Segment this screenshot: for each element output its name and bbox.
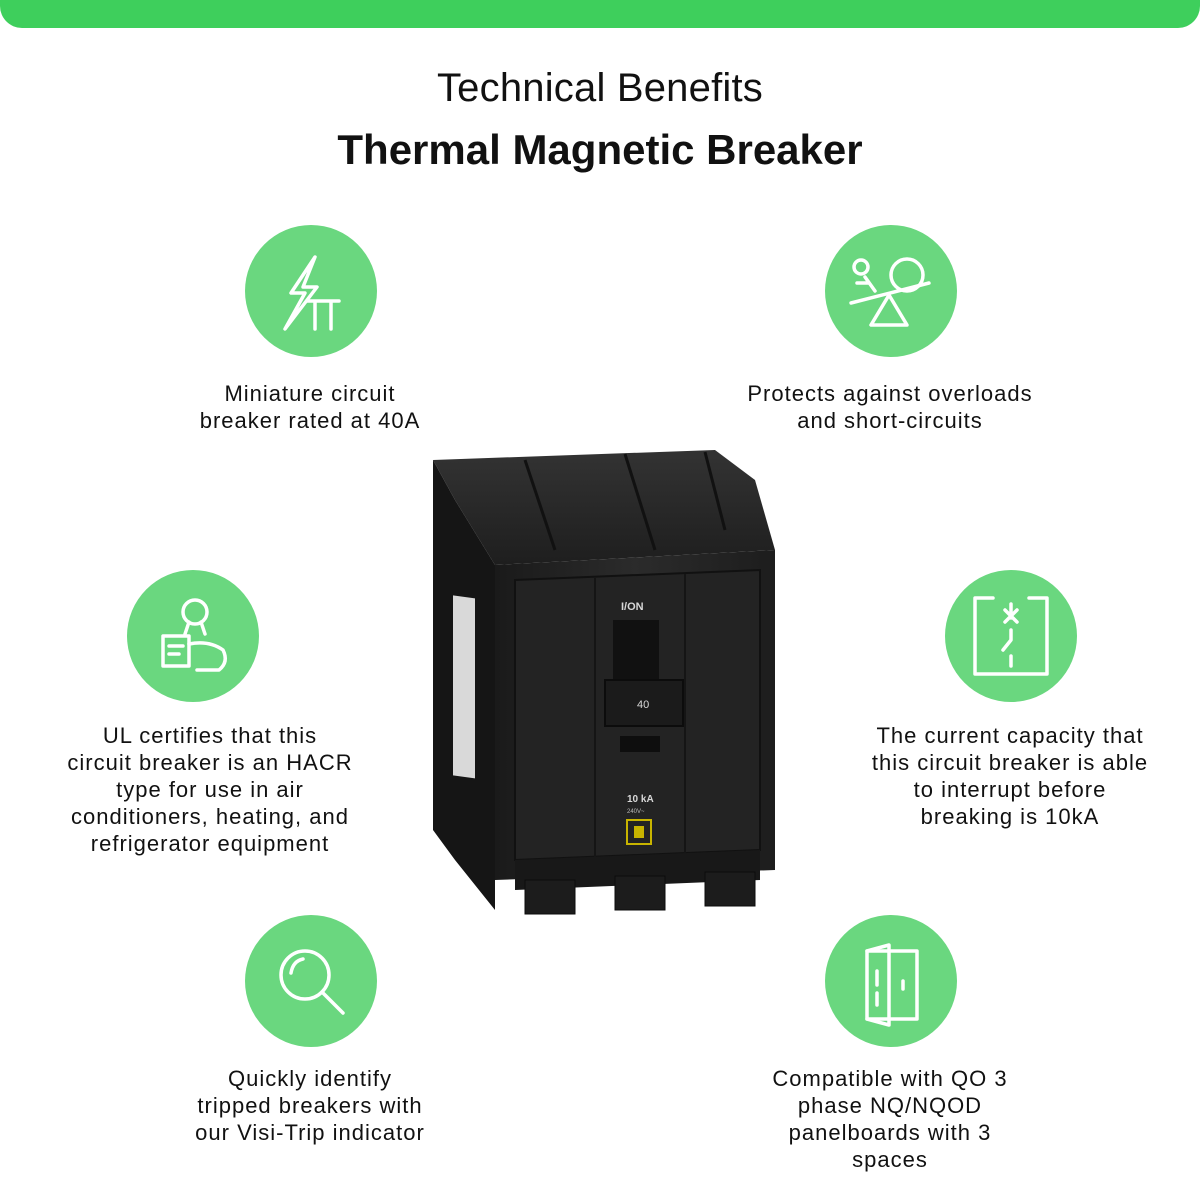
balance-seesaw-icon <box>825 225 957 357</box>
certificate-hand-icon <box>127 570 259 702</box>
circuit-breaker-image: I/ON 40 10 kA 240V~ <box>433 450 775 915</box>
top-accent-bar <box>0 0 1200 28</box>
circuit-switch-icon <box>945 570 1077 702</box>
interrupt-rating: 10 kA <box>627 794 654 805</box>
feature-caption-protection: Protects against overloads and short-cir… <box>747 381 1033 433</box>
page-title: Thermal Magnetic Breaker <box>337 126 863 173</box>
voltage-label: 240V~ <box>627 809 645 815</box>
panel-door-icon <box>825 915 957 1047</box>
feature-caption-rating: Miniature circuit breaker rated at 40A <box>199 381 421 433</box>
feature-caption-capacity: The current capacity that this circuit b… <box>871 723 1149 829</box>
on-label: I/ON <box>621 601 644 613</box>
feature-caption-ul: UL certifies that this circuit breaker i… <box>67 723 353 856</box>
brand-logo <box>626 819 652 845</box>
amp-rating: 40 <box>637 699 649 711</box>
page-subtitle: Technical Benefits <box>436 66 763 110</box>
feature-caption-visitrip: Quickly identify tripped breakers with o… <box>195 1066 425 1145</box>
magnifier-icon <box>245 915 377 1047</box>
feature-caption-compatibility: Compatible with QO 3 phase NQ/NQOD panel… <box>772 1066 1008 1172</box>
lightning-pole-icon <box>245 225 377 357</box>
